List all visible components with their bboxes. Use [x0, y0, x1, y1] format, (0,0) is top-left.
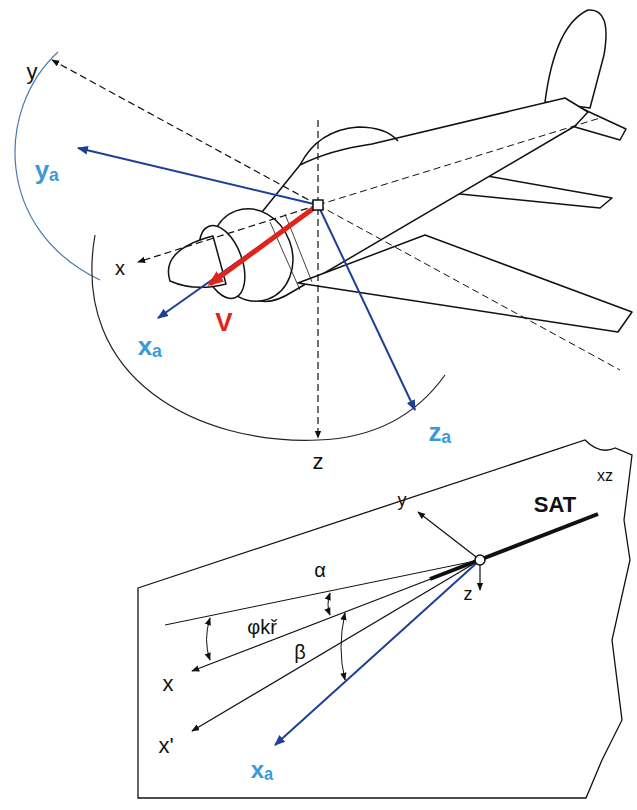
canopy	[300, 127, 398, 165]
body-axis-x-back	[318, 118, 600, 205]
axis-x	[192, 560, 480, 671]
axis-label: z	[313, 451, 324, 473]
center-of-gravity	[475, 555, 485, 565]
trajectory-curve	[15, 52, 100, 280]
body-axis-y	[52, 60, 318, 205]
angle-label: β	[294, 642, 306, 662]
angle-label: φkř	[247, 617, 277, 637]
vertical-fin	[545, 10, 606, 108]
axis-x-prime	[192, 560, 480, 731]
xz-plane	[138, 440, 632, 798]
wind-axis-label: yₐ	[35, 157, 59, 183]
velocity-vector	[210, 205, 318, 284]
angle-label: α	[314, 560, 326, 580]
velocity-label: V	[215, 309, 232, 335]
wind-axis-label: xₐ	[251, 758, 273, 782]
axis-xa	[275, 560, 480, 745]
axis-label: y	[27, 61, 38, 83]
wind-axis-label: zₐ	[429, 419, 452, 445]
axis-label: z	[464, 585, 473, 603]
center-of-gravity	[313, 200, 323, 210]
angle-arc	[328, 593, 330, 615]
axis-label: x'	[158, 735, 173, 757]
axis-label: x	[163, 673, 174, 695]
axis-label: y	[398, 491, 407, 509]
xz-plane-detail	[138, 440, 632, 798]
airplane-sketch	[168, 10, 632, 332]
body-axis-z	[317, 120, 318, 438]
body-axis-x	[138, 205, 318, 262]
axis-y	[418, 512, 480, 560]
axes-top	[52, 60, 620, 438]
wind-axis-ya	[78, 148, 318, 205]
angle-arc	[207, 618, 211, 660]
wind-axis-za	[318, 205, 415, 410]
axis-label: x	[115, 258, 125, 278]
reference-ray	[165, 560, 480, 625]
plane-label: xz	[597, 468, 613, 484]
body-axis-y-back	[318, 205, 620, 370]
axis-z	[479, 565, 480, 590]
wind-axis-label: xₐ	[138, 333, 162, 359]
near-wing	[298, 235, 632, 332]
wind-axis-xa	[158, 205, 318, 318]
angle-arc	[341, 613, 345, 680]
sat-label: SAT	[534, 494, 576, 516]
